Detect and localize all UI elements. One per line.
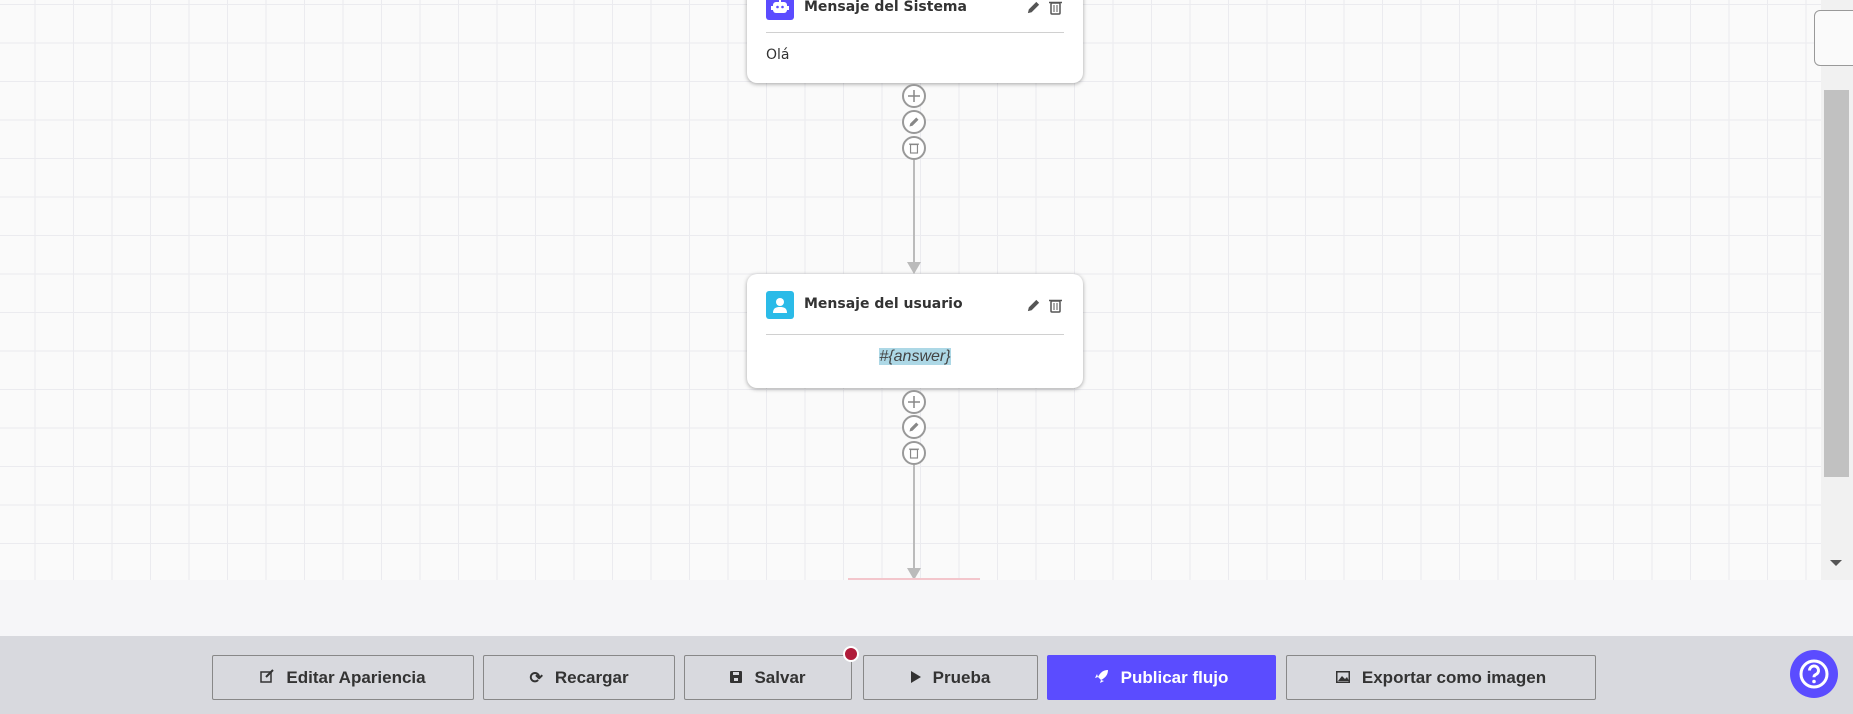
test-button[interactable]: Prueba — [863, 655, 1038, 700]
delete-connection-button[interactable] — [902, 441, 926, 465]
edit-connection-button[interactable] — [902, 415, 926, 439]
help-button[interactable] — [1790, 650, 1838, 698]
bottom-toolbar: Editar Apariencia ⟳ Recargar Salvar Prue… — [0, 636, 1853, 714]
next-node-edge — [848, 578, 980, 580]
play-icon — [910, 668, 921, 688]
node-title: Mensaje del Sistema — [804, 0, 967, 15]
scrollbar-thumb[interactable] — [1824, 90, 1849, 477]
delete-connection-button[interactable] — [902, 136, 926, 160]
connector-arrow — [907, 262, 921, 274]
node-system-message[interactable]: Mensaje del Sistema Olá — [747, 0, 1083, 83]
connector-line — [913, 160, 915, 264]
question-icon — [1799, 659, 1829, 689]
trash-icon[interactable] — [1049, 298, 1062, 317]
robot-icon — [766, 0, 794, 20]
export-image-button[interactable]: Exportar como imagen — [1286, 655, 1596, 700]
pencil-icon[interactable] — [1026, 0, 1041, 19]
minimap[interactable] — [1814, 10, 1853, 66]
unsaved-changes-badge — [843, 646, 859, 662]
reload-button[interactable]: ⟳ Recargar — [483, 655, 675, 700]
node-user-message[interactable]: Mensaje del usuario #{answer} — [747, 274, 1083, 388]
save-button[interactable]: Salvar — [684, 655, 852, 700]
node-body: Olá — [766, 47, 790, 63]
connector-arrow — [907, 568, 921, 580]
node-title: Mensaje del usuario — [804, 296, 963, 312]
add-node-button[interactable] — [902, 390, 926, 414]
refresh-icon: ⟳ — [529, 669, 543, 687]
user-icon — [766, 291, 794, 319]
connector-line — [913, 465, 915, 570]
variable-placeholder: #{answer} — [879, 348, 951, 365]
floppy-icon — [730, 668, 743, 688]
edit-icon — [260, 668, 275, 688]
rocket-icon — [1094, 668, 1109, 688]
scroll-down-icon[interactable] — [1830, 560, 1842, 566]
publish-flow-button[interactable]: Publicar flujo — [1047, 655, 1276, 700]
pencil-icon[interactable] — [1026, 298, 1041, 317]
trash-icon[interactable] — [1049, 0, 1062, 19]
edit-connection-button[interactable] — [902, 110, 926, 134]
add-node-button[interactable] — [902, 84, 926, 108]
edit-appearance-button[interactable]: Editar Apariencia — [212, 655, 474, 700]
image-icon — [1335, 668, 1350, 688]
